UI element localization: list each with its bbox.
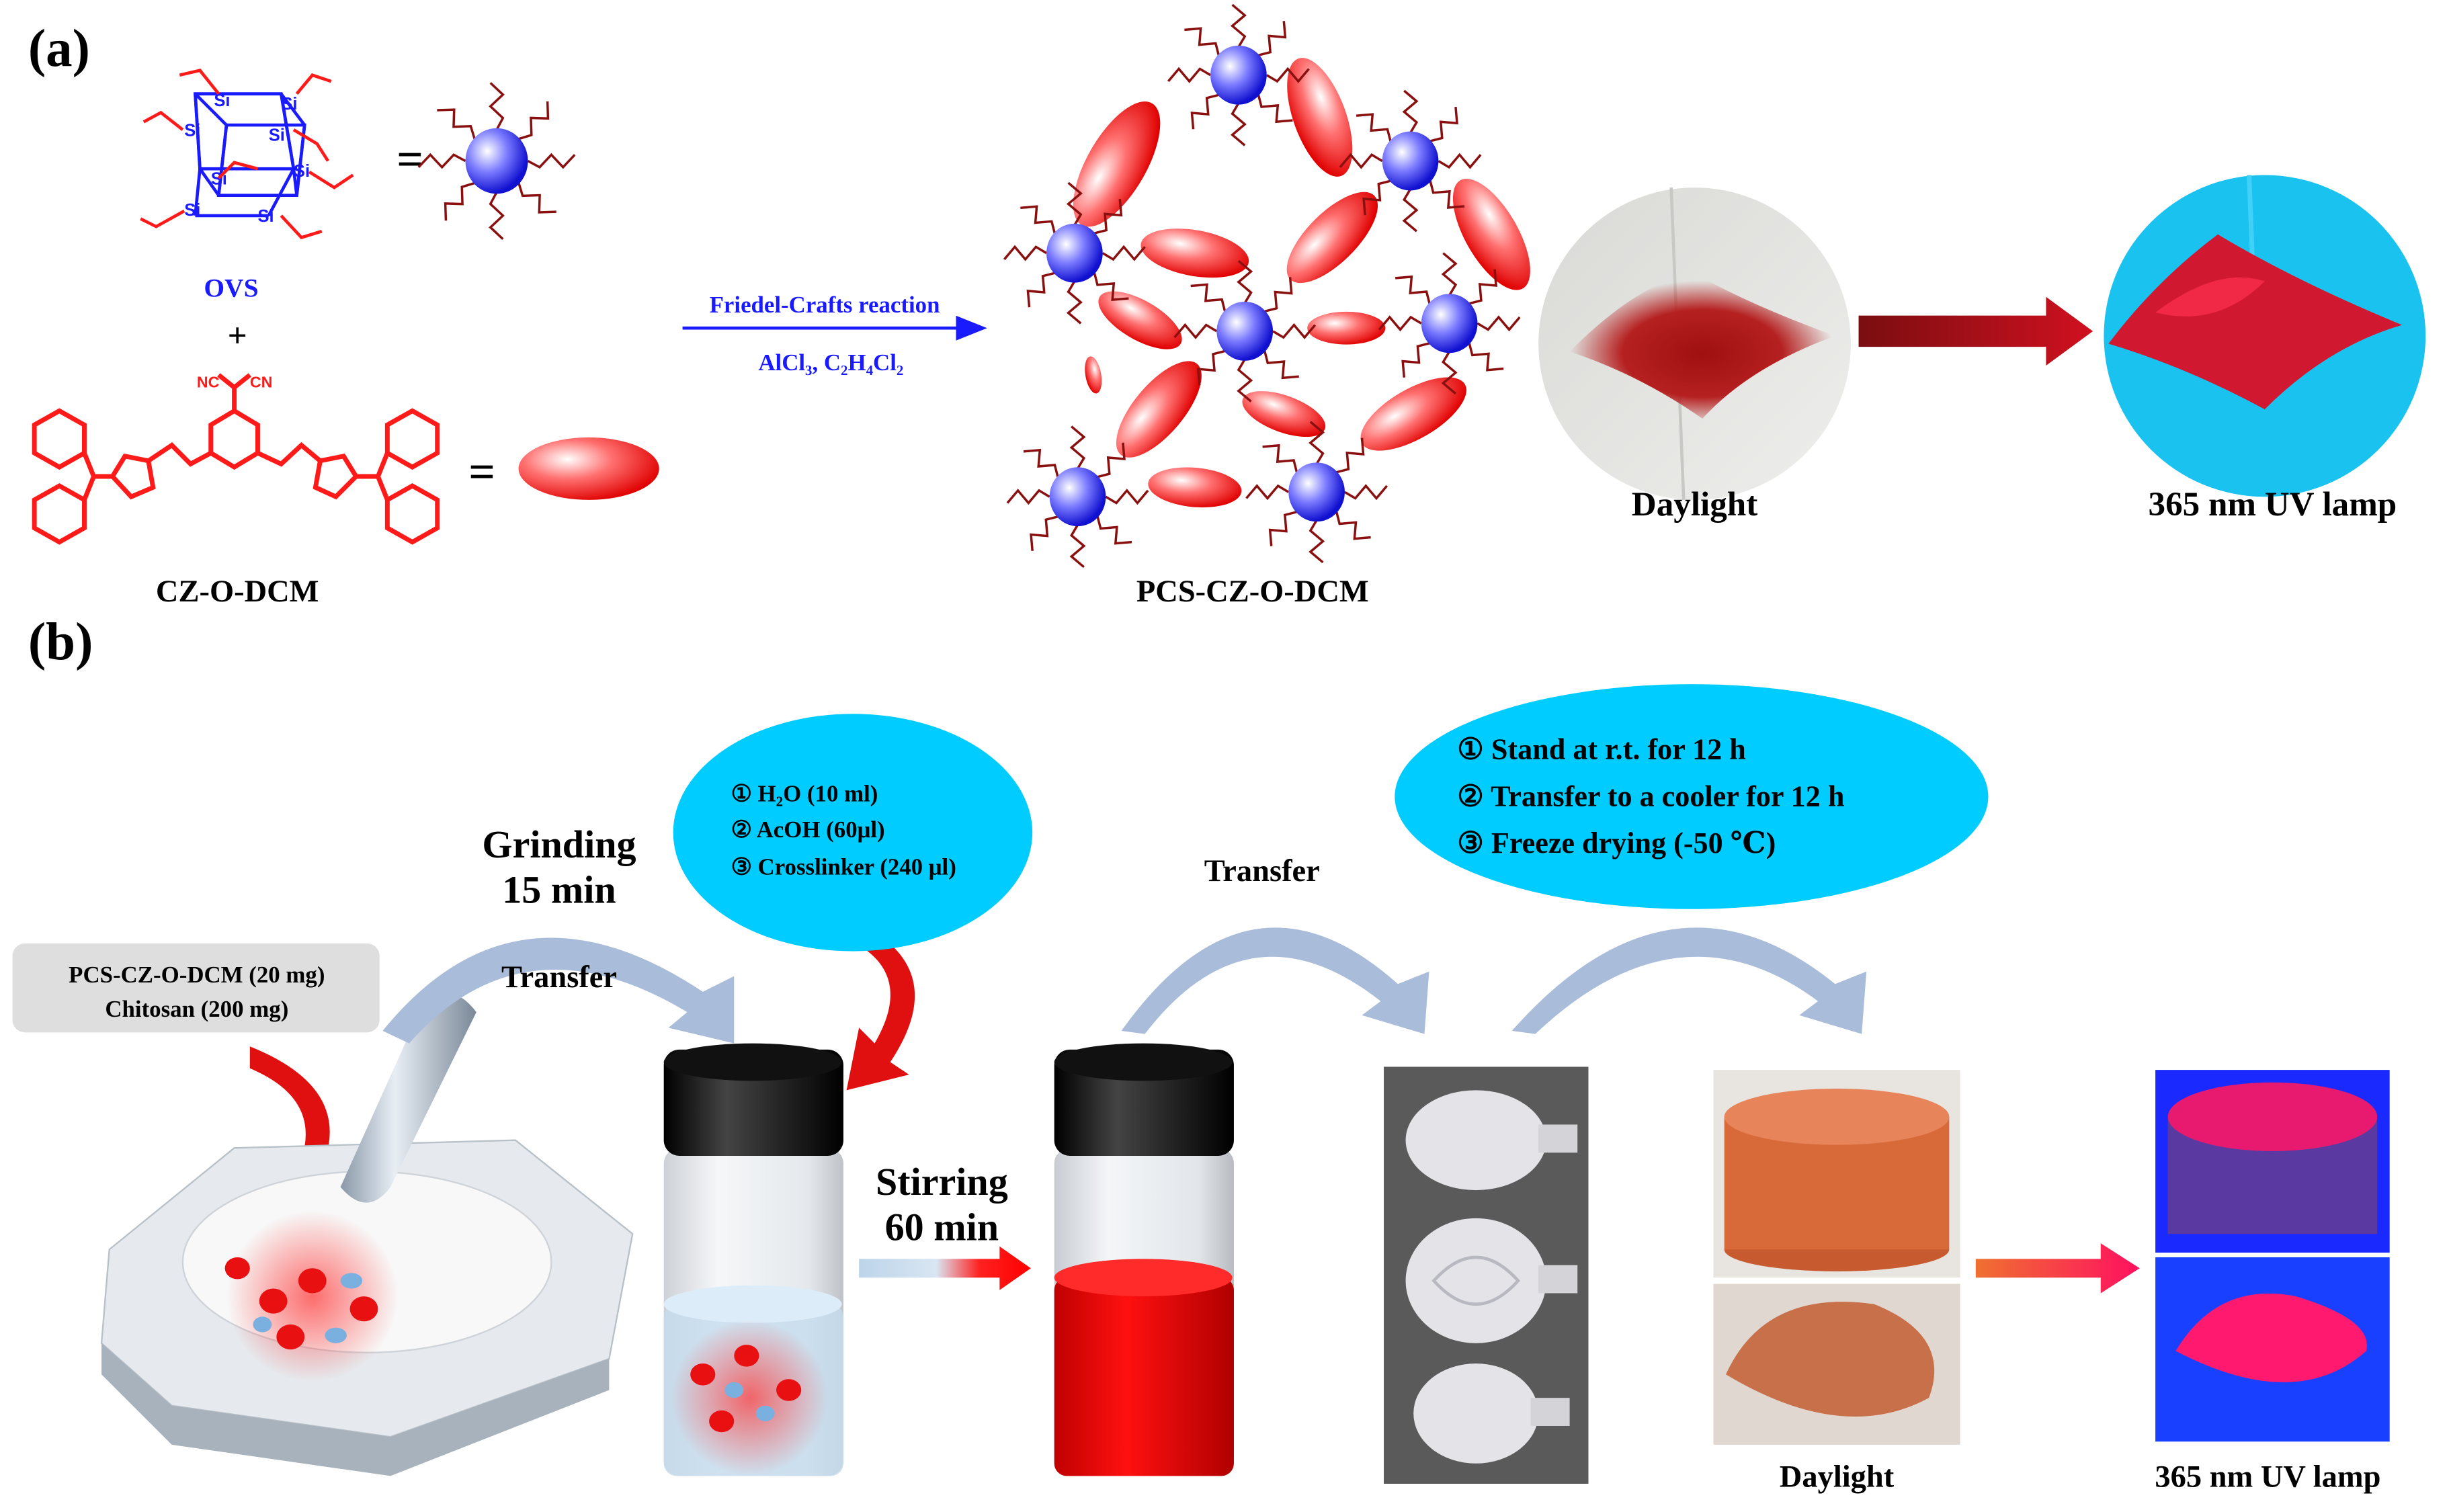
uv-arrow (1975, 1243, 2140, 1294)
mortar-and-pestle (100, 993, 634, 1476)
reagent-line-2: Chitosan (200 mg) (105, 996, 288, 1022)
bubble-1-line-1: ① H₂O (10 ml) (731, 780, 878, 806)
dye-ellipse-icon (518, 437, 659, 500)
conditions-bubble-2 (1395, 684, 1989, 909)
grinding-label: Grinding (482, 823, 636, 866)
ovs-node (1006, 425, 1149, 569)
dye-nc-label: NC (197, 374, 220, 391)
dye-unit (1287, 58, 1353, 177)
vial-mixture (663, 1043, 843, 1476)
transfer-label-2: Transfer (1204, 854, 1320, 888)
svg-text:Si: Si (269, 126, 285, 144)
uv-samples-photo (2155, 1070, 2390, 1442)
reagent-line-1: PCS-CZ-O-DCM (20 mg) (69, 962, 325, 988)
svg-text:Si: Si (184, 201, 200, 220)
arrow-right-icon (1858, 296, 2093, 366)
svg-text:Si: Si (184, 121, 200, 140)
stirring-arrow (859, 1246, 1031, 1290)
leaf-molds-photo (1384, 1066, 1589, 1484)
dye-unit (1085, 356, 1102, 394)
transfer-arrow-3 (1511, 927, 1867, 1034)
ovs-node (1003, 181, 1146, 325)
pcs-network (1003, 3, 1530, 569)
reagent-box (12, 943, 380, 1033)
uv-powder-photo (2104, 175, 2426, 497)
product-label: PCS-CZ-O-DCM (1136, 575, 1369, 609)
ovs-label: OVS (204, 274, 258, 303)
cz-o-dcm-structure (32, 373, 440, 545)
plus-sign: + (228, 317, 247, 355)
svg-text:Si: Si (214, 91, 230, 110)
dye-unit (1073, 101, 1161, 227)
vial-red-solution (1054, 1043, 1234, 1476)
daylight-samples-photo (1713, 1070, 1960, 1445)
ovs-sphere-icon (417, 82, 576, 241)
bubble-1-line-3: ③ Crosslinker (240 μl) (731, 854, 956, 880)
reaction-conditions: AlCl₃, C₂H₄Cl₂ (758, 349, 903, 376)
dye-unit (1242, 391, 1326, 437)
dye-unit (1140, 228, 1249, 278)
daylight-samples-label: Daylight (1780, 1460, 1895, 1495)
dye-unit (1452, 178, 1530, 290)
stirring-label: Stirring (876, 1160, 1008, 1204)
uv-lamp-label: 365 nm UV lamp (2149, 485, 2397, 523)
dye-unit (1360, 377, 1466, 451)
daylight-label: Daylight (1632, 485, 1757, 523)
uv-samples-label: 365 nm UV lamp (2155, 1460, 2380, 1495)
svg-text:Si: Si (257, 207, 274, 226)
dye-cn-label: CN (250, 374, 273, 391)
svg-text:Si: Si (294, 162, 310, 181)
conditions-bubble-1 (673, 714, 1033, 952)
transfer-arrow-2 (1121, 927, 1429, 1034)
daylight-powder-photo (1538, 187, 1851, 500)
bubble-1-line-2: ② AcOH (60μl) (731, 816, 885, 843)
ovs-node (1173, 259, 1317, 403)
bubble-2-line-2: ② Transfer to a cooler for 12 h (1457, 780, 1844, 812)
ovs-sphere (417, 82, 576, 241)
dye-unit (1286, 192, 1378, 284)
dye-unit (1148, 467, 1242, 508)
dye-unit (1307, 311, 1386, 345)
grinding-time: 15 min (502, 868, 616, 911)
ovs-node (1167, 3, 1310, 146)
dye-unit (1116, 361, 1202, 458)
add-arrow-icon-2 (846, 921, 915, 1091)
dye-label: CZ-O-DCM (156, 575, 319, 609)
bubble-2-line-3: ③ Freeze drying (-50 ℃) (1457, 827, 1776, 859)
panel-b-label: (b) (28, 613, 93, 671)
equals-sign: = (397, 134, 423, 185)
ovs-node (1339, 89, 1482, 233)
ovs-node (1245, 421, 1388, 564)
bubble-2-line-1: ① Stand at r.t. for 12 h (1457, 733, 1746, 766)
transfer-arrow-1 (382, 937, 735, 1044)
panel-a-label: (a) (28, 19, 90, 78)
reaction-name: Friedel-Crafts reaction (710, 292, 940, 318)
svg-text:Si: Si (281, 95, 297, 114)
stirring-time: 60 min (885, 1205, 999, 1249)
equals-sign-2: = (468, 446, 495, 498)
ovs-node (1378, 252, 1521, 395)
transfer-label-1: Transfer (501, 960, 617, 995)
dye-unit (1098, 291, 1182, 349)
